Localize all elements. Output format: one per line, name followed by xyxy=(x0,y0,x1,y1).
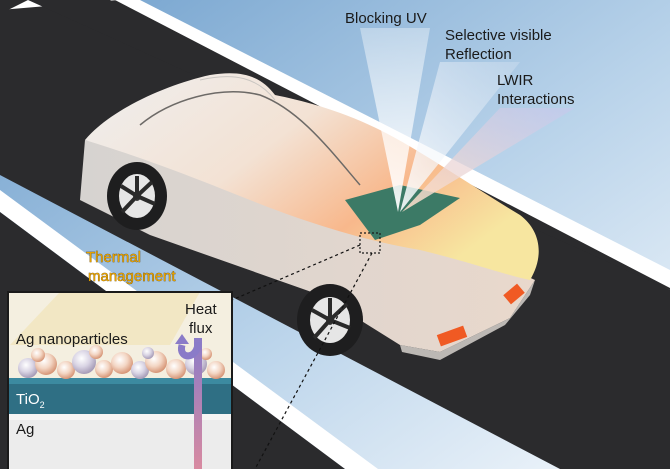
beam-blocking-uv xyxy=(360,28,430,212)
connector-line-left xyxy=(231,244,361,301)
connector-line-right xyxy=(254,252,373,469)
beam-lwir xyxy=(402,108,575,212)
wheel-front xyxy=(297,284,363,356)
cross-section-inset xyxy=(7,291,233,469)
tail-light-right xyxy=(503,283,525,305)
label-lwir-1: LWIR xyxy=(497,72,534,89)
car-side xyxy=(80,140,535,352)
inspection-square xyxy=(359,232,381,254)
label-tio2: TiO2 xyxy=(16,391,45,410)
beam-selective-visible xyxy=(400,62,520,212)
tail-light-left xyxy=(436,325,468,347)
label-blocking-uv: Blocking UV xyxy=(345,10,427,27)
label-selective-visible-2: Reflection xyxy=(445,46,512,63)
car xyxy=(80,73,539,360)
car-roof-line xyxy=(139,91,361,186)
label-heat-2: flux xyxy=(189,320,213,337)
heat-flux-arrow xyxy=(175,334,202,469)
car-body xyxy=(85,73,539,281)
label-selective-visible-1: Selective visible xyxy=(445,27,552,44)
ag-nanoparticles xyxy=(18,345,225,379)
label-thermal-1: Thermal xyxy=(86,249,141,266)
coating-patch xyxy=(345,185,460,240)
wheel-rear xyxy=(107,162,167,230)
label-ag-layer: Ag xyxy=(16,421,34,438)
label-thermal-2: management xyxy=(88,268,176,285)
label-lwir-2: Interactions xyxy=(497,91,575,108)
label-heat-1: Heat xyxy=(185,301,218,318)
label-ag-nanoparticles: Ag nanoparticles xyxy=(16,331,128,348)
